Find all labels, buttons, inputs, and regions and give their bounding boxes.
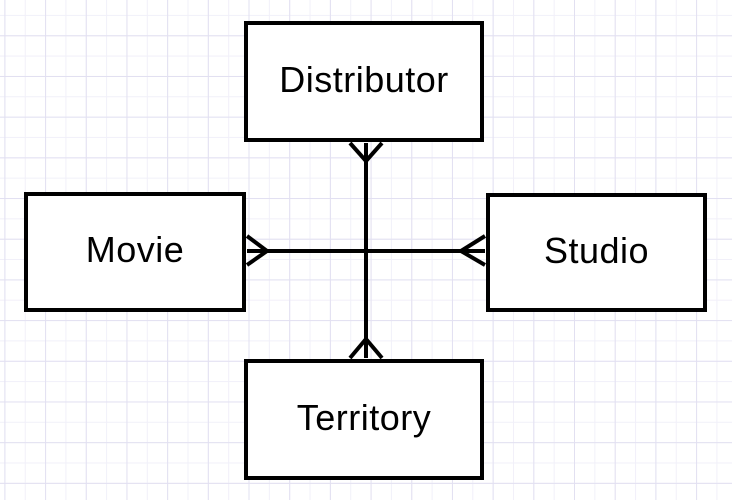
crow-foot-movie-toe-2 [245, 249, 269, 267]
entity-label-territory: Territory [296, 396, 432, 438]
crow-foot-studio-toe-2 [459, 249, 487, 267]
entity-label-movie: Movie [85, 229, 185, 270]
entity-label-distributor: Distributor [279, 58, 449, 100]
crow-foot-movie-toe-1 [245, 234, 269, 253]
crow-foot-territory-toe-2 [364, 337, 384, 360]
crow-foot-distributor-toe-2 [364, 141, 384, 163]
entity-label-studio: Studio [543, 229, 650, 271]
crow-foot-studio-toe-1 [459, 234, 487, 253]
entity-node-studio[interactable]: Studio [486, 193, 707, 312]
crow-foot-distributor-toe-1 [348, 141, 368, 163]
entity-node-movie[interactable]: Movie [24, 192, 246, 312]
crow-foot-territory-toe-1 [348, 337, 368, 360]
connector-movie-studio[interactable] [245, 234, 487, 267]
entity-node-distributor[interactable]: Distributor [244, 21, 484, 142]
entity-node-territory[interactable]: Territory [244, 359, 484, 480]
